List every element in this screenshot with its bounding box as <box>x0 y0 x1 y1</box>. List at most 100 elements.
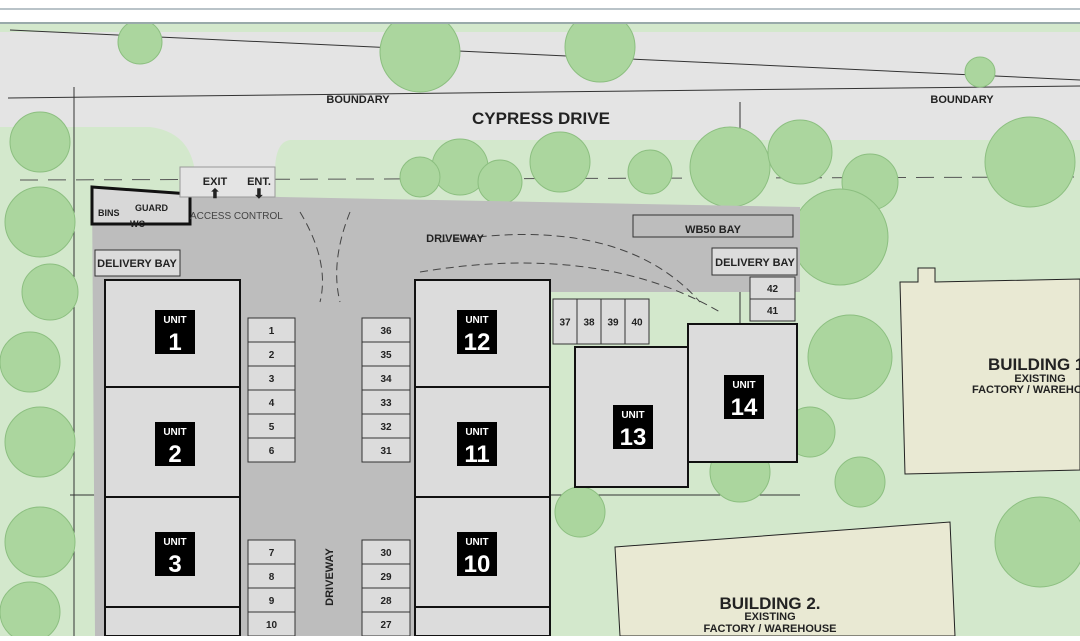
parking-number: 7 <box>269 548 275 559</box>
driveway-label: DRIVEWAY <box>324 548 336 606</box>
unit-number: 10 <box>464 551 491 578</box>
unit-caption: UNIT <box>621 410 644 421</box>
tree-icon <box>791 188 889 286</box>
parking-number: 27 <box>380 620 392 631</box>
parking-number: 5 <box>269 422 275 433</box>
tree-icon <box>4 186 76 258</box>
parking-space[interactable]: 27 <box>361 611 411 637</box>
unit-label-13: UNIT 13 <box>613 405 653 451</box>
unit-number: 13 <box>620 424 647 451</box>
parking-space[interactable]: 36 <box>361 317 411 343</box>
unit-caption: UNIT <box>163 427 186 438</box>
parking-space[interactable]: 40 <box>624 298 650 345</box>
parking-space[interactable]: 35 <box>361 341 411 367</box>
parking-number: 40 <box>631 318 643 329</box>
tree-icon <box>529 131 591 193</box>
unit-caption: UNIT <box>465 427 488 438</box>
parking-space[interactable]: 6 <box>247 437 296 463</box>
boundary-label: BOUNDARY <box>326 94 390 106</box>
parking-number: 3 <box>269 374 275 385</box>
parking-number: 36 <box>380 326 392 337</box>
parking-space[interactable]: 31 <box>361 437 411 463</box>
parking-number: 34 <box>380 374 392 385</box>
parking-number: 42 <box>767 284 779 295</box>
parking-number: 41 <box>767 306 779 317</box>
unit-number: 2 <box>168 441 181 468</box>
guard-house <box>90 185 192 226</box>
parking-space[interactable]: 5 <box>247 413 296 439</box>
parking-space[interactable]: 9 <box>247 587 296 613</box>
enter-label: ENT. <box>247 176 271 188</box>
unit-caption: UNIT <box>465 537 488 548</box>
building-1 <box>899 267 1080 475</box>
unit-label-1: UNIT 1 <box>155 310 195 356</box>
tree-icon <box>4 506 76 578</box>
boundary-label: BOUNDARY <box>930 94 994 106</box>
unit-4[interactable] <box>104 606 241 637</box>
parking-number: 2 <box>269 350 275 361</box>
tree-icon <box>399 156 441 198</box>
parking-number: 29 <box>380 572 392 583</box>
parking-number: 8 <box>269 572 275 583</box>
parking-space[interactable]: 33 <box>361 389 411 415</box>
parking-space[interactable]: 8 <box>247 563 296 589</box>
units: UNIT1UNIT2UNIT3UNIT12UNIT11UNIT10UNIT13U… <box>104 279 798 637</box>
parking-number: 1 <box>269 326 275 337</box>
tree-icon <box>964 56 996 88</box>
site-plan: UNIT1UNIT2UNIT3UNIT12UNIT11UNIT10UNIT13U… <box>0 11 1080 641</box>
parking-number: 31 <box>380 446 392 457</box>
parking-space[interactable]: 3 <box>247 365 296 391</box>
parking-space[interactable]: 39 <box>600 298 626 345</box>
tree-icon <box>21 263 79 321</box>
unit-caption: UNIT <box>163 315 186 326</box>
building-2-title: BUILDING 2. <box>719 594 820 613</box>
tree-icon <box>117 19 163 65</box>
parking-number: 28 <box>380 596 392 607</box>
parking-space[interactable]: 28 <box>361 587 411 613</box>
parking-space[interactable]: 4 <box>247 389 296 415</box>
parking-number: 33 <box>380 398 392 409</box>
unit-number: 12 <box>464 329 491 356</box>
parking-space[interactable]: 1 <box>247 317 296 343</box>
wb50-bay[interactable] <box>632 214 794 238</box>
parking-number: 4 <box>269 398 275 409</box>
parking-space[interactable]: 38 <box>576 298 602 345</box>
tree-icon <box>767 119 833 185</box>
parking-space[interactable]: 29 <box>361 563 411 589</box>
top-bar <box>0 0 1080 10</box>
parking-space[interactable]: 7 <box>247 539 296 565</box>
parking-space[interactable]: 2 <box>247 341 296 367</box>
unit-label-10: UNIT 10 <box>457 532 497 578</box>
parking-space[interactable]: 41 <box>749 298 796 322</box>
parking-space[interactable]: 42 <box>749 276 796 300</box>
parking-space[interactable]: 10 <box>247 611 296 637</box>
unit-9[interactable] <box>414 606 551 637</box>
tree-icon <box>0 581 61 641</box>
guard-label: GUARD <box>135 203 168 213</box>
delivery-bay-label: DELIVERY BAY <box>715 257 795 269</box>
wc-label: WC <box>130 219 145 229</box>
unit-number: 1 <box>168 329 181 356</box>
unit-label-2: UNIT 2 <box>155 422 195 468</box>
unit-caption: UNIT <box>732 380 755 391</box>
parking-space[interactable]: 32 <box>361 413 411 439</box>
tree-icon <box>4 406 76 478</box>
parking-number: 9 <box>269 596 275 607</box>
delivery-bay-right[interactable] <box>711 247 798 276</box>
tree-icon <box>554 486 606 538</box>
parking-space[interactable]: 37 <box>552 298 578 345</box>
parking-space[interactable]: 30 <box>361 539 411 565</box>
delivery-bay-label: DELIVERY BAY <box>97 258 177 270</box>
trees <box>0 11 1080 641</box>
parking-number: 35 <box>380 350 392 361</box>
tree-icon <box>834 456 886 508</box>
building-1-subtitle: EXISTING <box>1014 373 1065 385</box>
parking-space[interactable]: 34 <box>361 365 411 391</box>
swept-path <box>419 262 721 313</box>
swept-path <box>299 211 701 303</box>
